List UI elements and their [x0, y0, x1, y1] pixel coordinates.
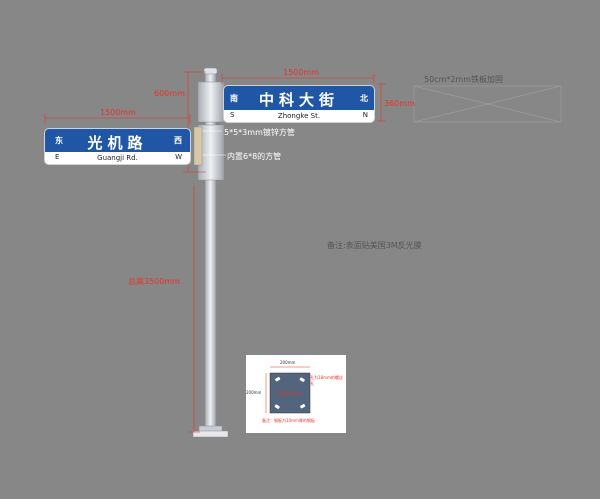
lower-sign-romanized: Guangji Rd. — [97, 154, 138, 162]
upper-bracket — [197, 81, 225, 123]
upper-sign-dir-right: 北 — [360, 94, 368, 103]
upper-width-label: 1500mm — [283, 68, 319, 77]
base-inner-label: 孔距120mm — [278, 391, 302, 396]
arm-tube-note: 5*5*3mm镀锌方管 — [224, 128, 295, 137]
lower-sign-bottom-left: E — [55, 153, 60, 161]
remark-note: 备注:表面贴美国3M反光膜 — [327, 241, 422, 250]
lower-sign-dir-left: 东 — [55, 136, 63, 145]
lower-sign-dir-right: 西 — [174, 136, 182, 145]
base-width-label: 200mm — [280, 360, 296, 365]
upper-height-label: 360mm — [384, 99, 415, 108]
lower-bracket — [197, 124, 225, 181]
reinforcement-plate — [413, 85, 562, 123]
base-plate-detail: 200mm 200mm 孔为18mm的螺丝孔 孔距120mm 备注：钢板为10m… — [246, 355, 346, 433]
reinforcement-note: 50cm*2mm铁板加固 — [424, 75, 504, 84]
arm-tube — [193, 126, 203, 166]
base-height-label: 200mm — [246, 390, 262, 395]
lower-width-label: 1500mm — [100, 108, 136, 117]
upper-sign-name: 中科大街 — [258, 91, 339, 109]
upper-sign-romanized: Zhongke St. — [277, 112, 321, 120]
base-plate — [192, 430, 229, 438]
upper-sign-bottom-right: N — [362, 111, 368, 119]
upper-sign-bottom-left: S — [230, 111, 235, 119]
upper-street-sign: 南 中科大街 北 S Zhongke St. N — [224, 86, 374, 122]
lower-sign-bottom-right: W — [175, 153, 182, 161]
base-footer-note: 备注：钢板为10mm厚的钢板 — [262, 418, 315, 423]
lower-street-sign: 东 光机路 西 E Guangji Rd. W — [45, 129, 190, 164]
arm-height-label: 600mm — [154, 89, 185, 98]
upper-sign-dir-left: 南 — [230, 94, 238, 103]
inner-tube-note: 内置6*8的方管 — [227, 152, 282, 161]
lower-sign-name: 光机路 — [87, 134, 148, 152]
pole — [204, 69, 217, 429]
base-hole-note: 孔为18mm的螺丝孔 — [310, 375, 343, 386]
total-height-label: 总高3500mm — [128, 277, 180, 286]
pole-cap — [203, 67, 218, 75]
base-plate-drawing — [265, 366, 311, 414]
